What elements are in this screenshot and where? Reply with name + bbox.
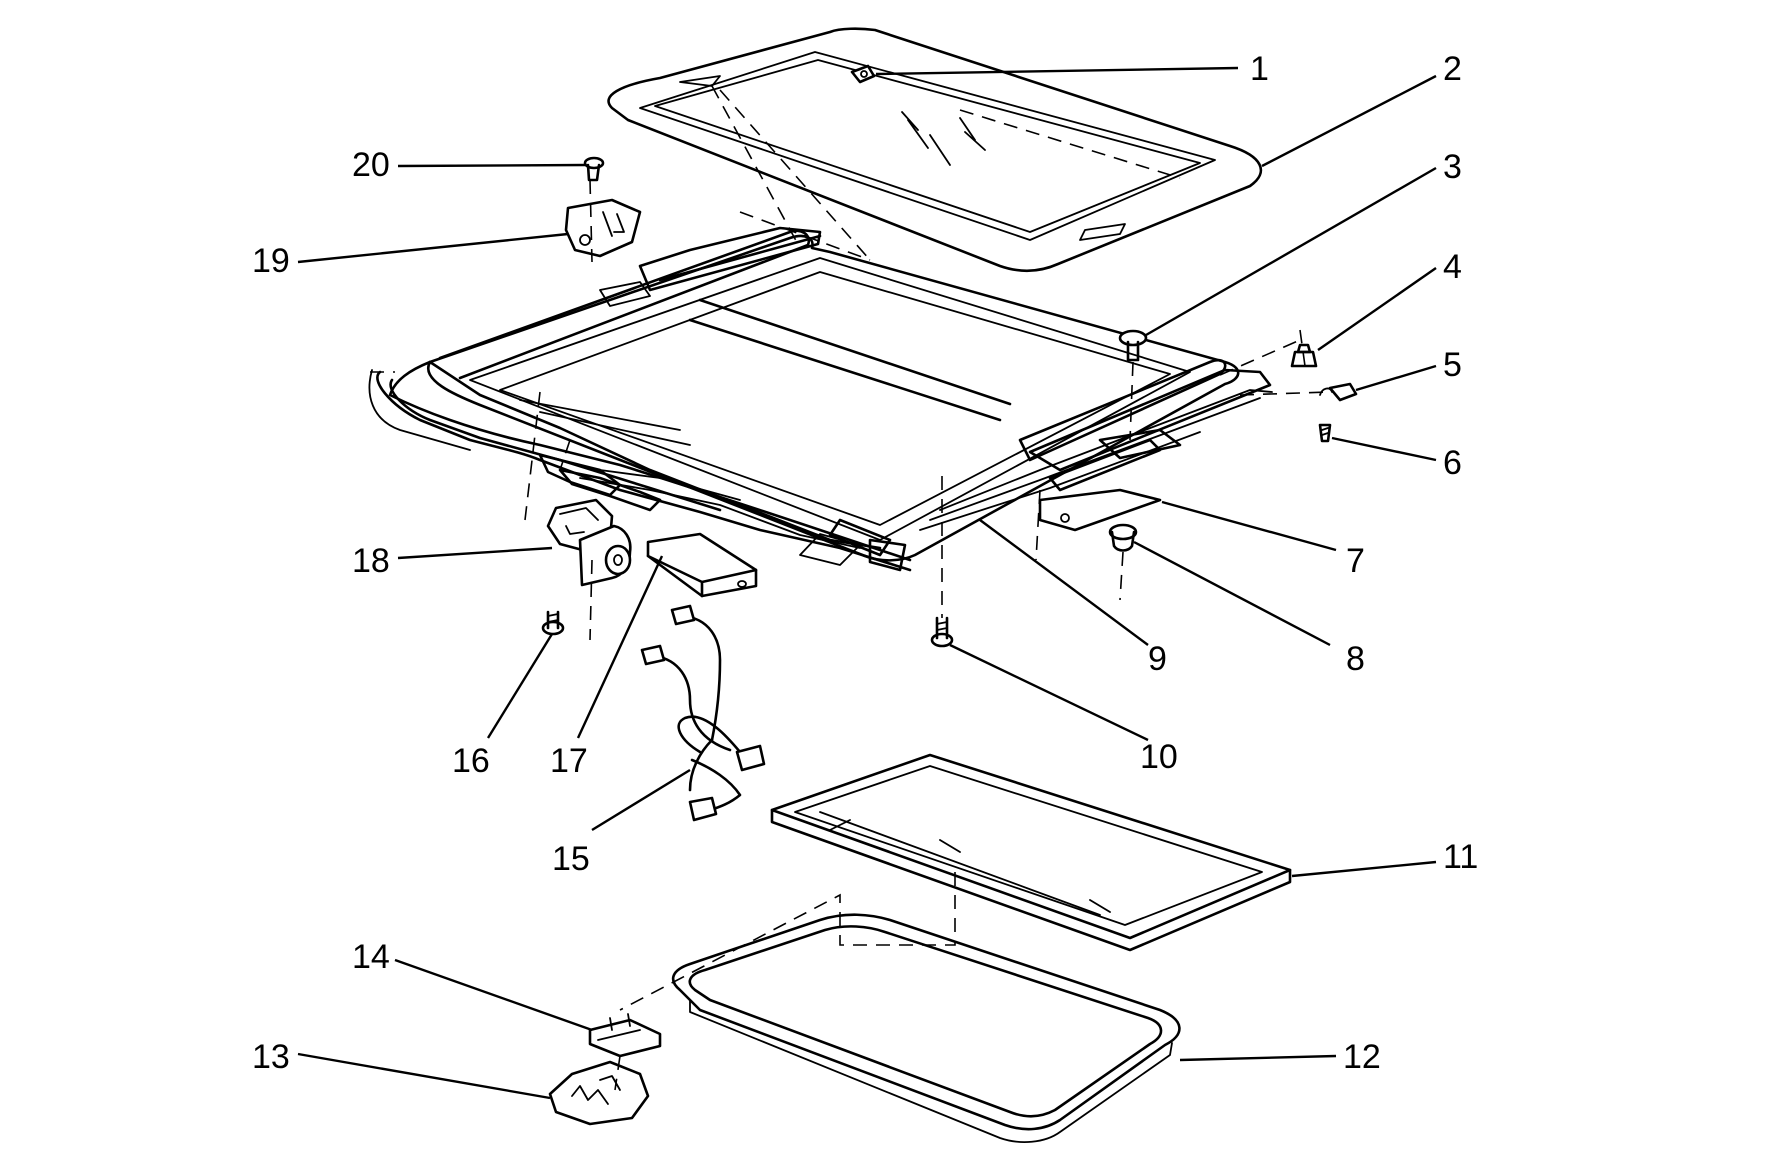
leader-18 (397, 546, 553, 560)
screw-part-16 (541, 610, 565, 636)
leader-lines (297, 66, 1437, 1100)
leader-19 (297, 232, 569, 264)
leader-14 (394, 958, 593, 1032)
module-part-17 (646, 532, 758, 598)
callout-17: 17 (550, 742, 588, 780)
right-rail-assembly (919, 358, 1273, 531)
leader-7 (1161, 500, 1337, 552)
callout-4: 4 (1443, 248, 1462, 286)
callout-18: 18 (352, 542, 390, 580)
callout-16: 16 (452, 742, 490, 780)
callout-14: 14 (352, 938, 390, 976)
leader-8 (1133, 540, 1331, 647)
leader-6 (1331, 436, 1437, 462)
callout-13: 13 (252, 1038, 290, 1076)
leader-5 (1355, 364, 1437, 392)
screw-part-20 (583, 156, 605, 182)
left-rail-assembly (368, 226, 912, 572)
callout-6: 6 (1443, 444, 1462, 482)
screw-part-6 (1318, 423, 1332, 443)
leader-13 (297, 1052, 551, 1100)
callout-1: 1 (1250, 50, 1269, 88)
bracket-part-7 (1038, 488, 1162, 532)
wiring-harness-part-15 (640, 604, 766, 822)
leader-12 (1179, 1054, 1337, 1062)
leader-2 (1261, 74, 1437, 168)
seal-part-12 (671, 913, 1181, 1143)
callout-12: 12 (1343, 1038, 1381, 1076)
leader-15 (591, 768, 691, 832)
leader-16 (486, 633, 554, 739)
callout-5: 5 (1443, 346, 1462, 384)
push-pin-part-3 (1118, 329, 1148, 362)
sunshade-part-11 (770, 753, 1292, 952)
leader-4 (1317, 267, 1437, 351)
callout-8: 8 (1346, 640, 1365, 678)
screw-part-10 (930, 616, 954, 648)
leader-3 (1145, 166, 1437, 337)
bracket-part-19 (564, 198, 642, 258)
switch-bracket-part-14 (588, 1013, 662, 1058)
callout-20: 20 (352, 146, 390, 184)
assembly-guides (370, 179, 1331, 1091)
callout-7: 7 (1346, 542, 1365, 580)
callout-3: 3 (1443, 148, 1462, 186)
callout-labels: 1 2 3 4 5 6 7 8 9 10 11 12 13 14 15 16 1… (252, 50, 1478, 1076)
bracket-part-5 (1319, 382, 1358, 402)
leader-17 (576, 555, 664, 739)
sunroof-frame (388, 234, 1240, 572)
leader-10 (949, 643, 1149, 742)
screw-part-1 (850, 64, 876, 84)
grommet-part-8 (1108, 523, 1138, 552)
callout-15: 15 (552, 840, 590, 878)
leader-20 (397, 163, 586, 168)
callout-19: 19 (252, 242, 290, 280)
callout-9: 9 (1148, 640, 1167, 678)
leader-1 (875, 66, 1239, 76)
motor-part-18 (546, 498, 632, 587)
callout-2: 2 (1443, 50, 1462, 88)
leader-11 (1291, 860, 1437, 878)
callout-10: 10 (1140, 738, 1178, 776)
leader-9 (979, 519, 1149, 646)
glass-panel (607, 27, 1263, 272)
bezel-part-13 (548, 1060, 650, 1126)
callout-11: 11 (1443, 838, 1478, 876)
